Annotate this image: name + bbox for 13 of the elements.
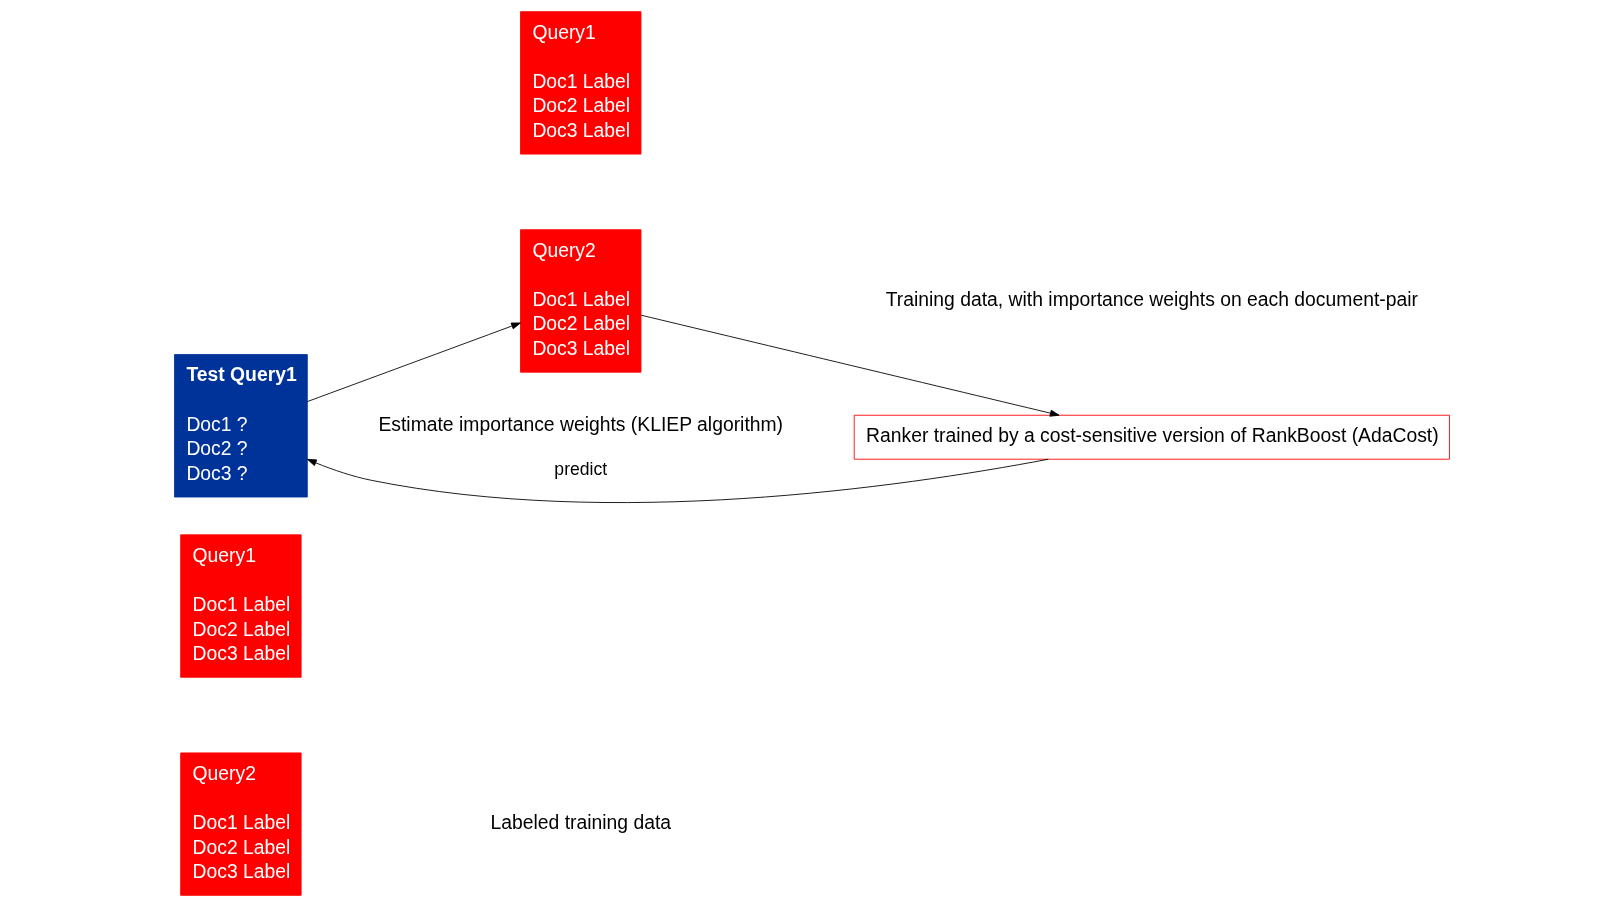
- edge-label: predict: [553, 459, 607, 480]
- node-box: Ranker trained by a cost-sensitive version of RankBoost (AdaCost): [853, 414, 1450, 460]
- node-box: Query2 Doc1 Label Doc2 Label Doc3 Label: [179, 752, 302, 896]
- node-box: Query2 Doc1 Label Doc2 Label Doc3 Label: [519, 229, 641, 373]
- label: Estimate importance weights (KLIEP algorithm): [377, 412, 783, 435]
- node-box: Query1 Doc1 Label Doc2 Label Doc3 Label: [519, 11, 641, 155]
- node-box: Test Query1 Doc1 ? Doc2 ? Doc3 ?: [173, 354, 308, 498]
- arrow: [306, 322, 521, 402]
- node-box: Query1 Doc1 Label Doc2 Label Doc3 Label: [179, 534, 302, 678]
- arrow: [306, 458, 1049, 504]
- arrow: [640, 314, 1060, 417]
- label: Training data, with importance weights on each document-pair: [885, 287, 1418, 310]
- label: Labeled training data: [489, 811, 671, 834]
